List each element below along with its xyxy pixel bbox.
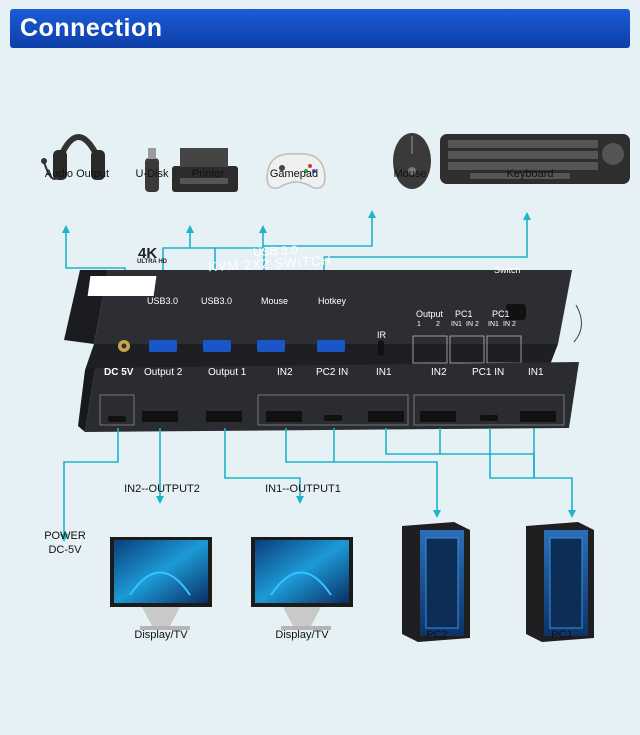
usb3-port-2 <box>203 340 231 352</box>
rear-in1a-label: IN1 <box>376 367 392 378</box>
port-hotkey-label: Hotkey <box>318 296 347 306</box>
keyboard-icon <box>440 134 630 184</box>
udisk-label: U-Disk <box>135 168 169 180</box>
printer-icon <box>172 148 238 192</box>
dc-jack <box>108 416 126 422</box>
box-pc1a-in2: IN 2 <box>466 321 479 328</box>
port-usb1-label: USB3.0 <box>147 296 179 306</box>
box-pc1a-in1: IN1 <box>451 321 462 328</box>
diagram-canvas <box>41 133 630 642</box>
box-pc1b-label: PC1 <box>492 309 510 319</box>
audio-output-label: Audio Output <box>44 168 110 180</box>
display-tv-1-label: Display/TV <box>275 629 329 641</box>
header-banner: Connection <box>10 9 630 48</box>
box-pc1b-in2: IN 2 <box>503 321 516 328</box>
kvm-switch-top <box>64 270 582 370</box>
kvm-switch-rear <box>78 362 579 432</box>
usbc-pc1in <box>480 415 498 421</box>
connection-diagram: Connection <box>10 9 630 642</box>
badge-ultrahd: ULTRA HD <box>137 259 167 265</box>
gamepad-icon <box>266 153 326 189</box>
hdmi-in1-b <box>520 411 556 422</box>
port-ir-label: IR <box>377 330 386 340</box>
usb-port-hotkey <box>317 340 345 352</box>
pc2-label: PC2 <box>426 629 448 641</box>
usb-port-mouse <box>257 340 285 352</box>
usbc-pc2in <box>324 415 342 421</box>
bottom-connection-lines <box>60 428 576 542</box>
box-pc1b-in1: IN1 <box>488 321 499 328</box>
pc2-tower-icon <box>402 522 470 642</box>
ir-sensor <box>378 340 384 356</box>
switch-button-label: Switch <box>494 265 521 275</box>
rear-pc2in-label: PC2 IN <box>316 367 349 378</box>
route-in2-output2-label: IN2--OUTPUT2 <box>124 483 200 495</box>
rear-output2-label: Output 2 <box>144 367 183 378</box>
hdmi-in2-a <box>266 411 302 422</box>
rear-pc1in-label: PC1 IN <box>472 367 505 378</box>
power-label-line2: DC-5V <box>48 544 82 556</box>
badge-4k: 4K <box>138 245 158 262</box>
rear-dc5v-label: DC 5V <box>104 367 134 378</box>
port-usb2-label: USB3.0 <box>201 296 233 306</box>
mouse-icon <box>393 133 431 189</box>
port-mouse-label: Mouse <box>261 296 289 306</box>
box-pc1a-label: PC1 <box>455 309 473 319</box>
hdmi-in2-b <box>420 411 456 422</box>
usb3-port-1 <box>149 340 177 352</box>
display-tv-1-icon <box>251 537 353 630</box>
rear-output1-label: Output 1 <box>208 367 247 378</box>
box-output-label: Output <box>416 309 444 319</box>
display-tv-2-label: Display/TV <box>134 629 188 641</box>
printer-label: Printer <box>191 168 225 180</box>
hdmi-output2 <box>142 411 178 422</box>
box-output-1: 1 <box>417 321 421 328</box>
box-output-2: 2 <box>436 321 440 328</box>
rear-in1b-label: IN1 <box>528 367 544 378</box>
rear-in2a-label: IN2 <box>277 367 293 378</box>
switch-button[interactable] <box>506 304 526 320</box>
rear-in2b-label: IN2 <box>431 367 447 378</box>
route-in1-output1-label: IN1--OUTPUT1 <box>265 483 341 495</box>
keyboard-label: Keyboard <box>506 168 554 180</box>
power-label-line1: POWER <box>44 530 86 542</box>
page-title: Connection <box>20 14 163 42</box>
headset-icon <box>41 134 105 180</box>
display-tv-2-icon <box>110 537 212 630</box>
hdmi-in1-a <box>368 411 404 422</box>
mouse-label: Mouse <box>393 168 427 180</box>
usb-drive-icon <box>145 148 159 192</box>
hdmi-output1 <box>206 411 242 422</box>
gamepad-label: Gamepad <box>269 168 319 180</box>
pc1-label: PC1 <box>551 629 573 641</box>
pc1-tower-icon <box>526 522 594 642</box>
